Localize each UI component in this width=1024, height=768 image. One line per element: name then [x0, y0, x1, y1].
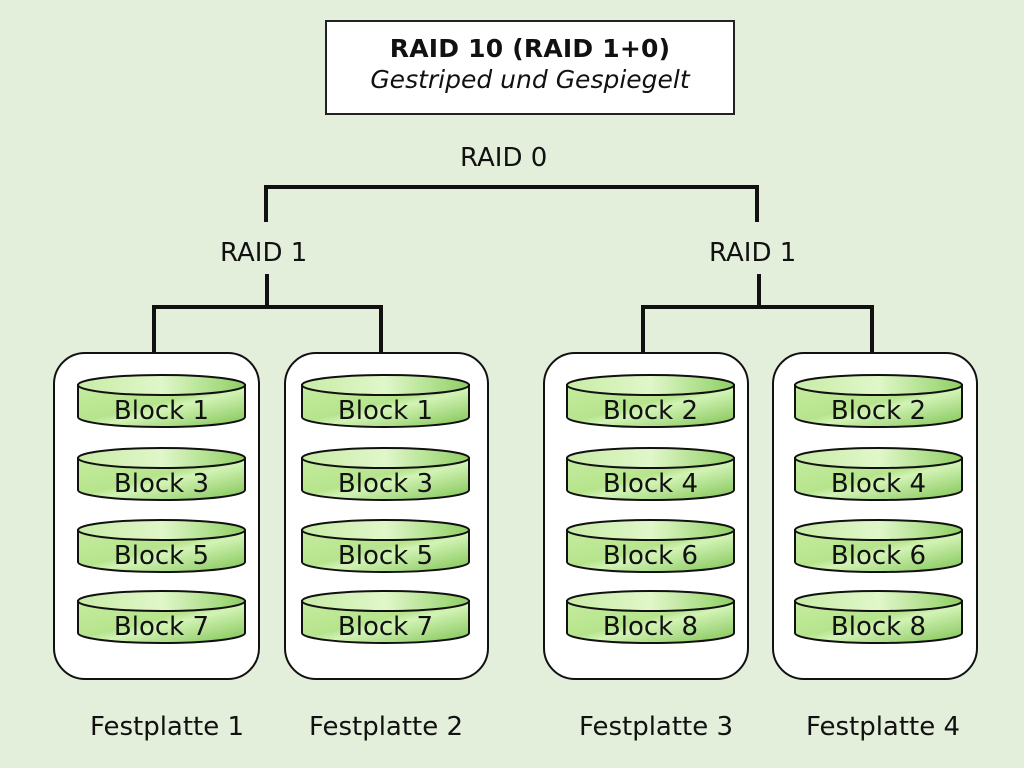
block-label: Block 4 [603, 469, 698, 499]
block-cylinder-top [77, 447, 246, 469]
block-cylinder-top [301, 590, 470, 612]
block-label: Block 3 [338, 469, 433, 499]
raid1-left-label: RAID 1 [220, 238, 308, 268]
block-cylinder-top [794, 374, 963, 396]
diagram-subtitle: Gestriped und Gespiegelt [370, 65, 690, 94]
block-label: Block 2 [603, 396, 698, 426]
block-cylinder-body [77, 529, 246, 573]
block-cylinder-body [794, 457, 963, 501]
block-label: Block 4 [831, 469, 926, 499]
block-cylinder-body [566, 384, 735, 428]
block-cylinder-top [301, 447, 470, 469]
disk-label-2: Festplatte 2 [308, 712, 464, 742]
block-cylinder-top [566, 590, 735, 612]
block-cylinder-body [566, 457, 735, 501]
block-cylinder-top [794, 519, 963, 541]
disk-block: Block 2 [566, 374, 735, 428]
block-label: Block 5 [338, 541, 433, 571]
block-label: Block 1 [338, 396, 433, 426]
block-cylinder-top [77, 374, 246, 396]
block-cylinder-body [794, 384, 963, 428]
disk-block: Block 1 [301, 374, 470, 428]
block-label: Block 8 [603, 612, 698, 642]
title-box: RAID 10 (RAID 1+0) Gestriped und Gespieg… [325, 20, 735, 115]
block-cylinder-top [77, 590, 246, 612]
block-cylinder-top [794, 590, 963, 612]
disk-block: Block 3 [301, 447, 470, 501]
raid0-label: RAID 0 [460, 143, 548, 173]
block-cylinder-body [566, 600, 735, 644]
block-cylinder-body [566, 529, 735, 573]
block-label: Block 6 [831, 541, 926, 571]
block-cylinder-top [566, 447, 735, 469]
block-label: Block 6 [603, 541, 698, 571]
disk-label-1: Festplatte 1 [89, 712, 245, 742]
block-label: Block 1 [114, 396, 209, 426]
block-label: Block 7 [338, 612, 433, 642]
block-label: Block 3 [114, 469, 209, 499]
disk-block: Block 8 [566, 590, 735, 644]
disk-block: Block 4 [794, 447, 963, 501]
block-label: Block 8 [831, 612, 926, 642]
block-cylinder-body [794, 529, 963, 573]
block-label: Block 2 [831, 396, 926, 426]
disk-block: Block 6 [794, 519, 963, 573]
block-cylinder-top [301, 519, 470, 541]
disk-block: Block 4 [566, 447, 735, 501]
block-cylinder-top [566, 519, 735, 541]
block-cylinder-top [77, 519, 246, 541]
block-cylinder-top [794, 447, 963, 469]
disk-block: Block 1 [77, 374, 246, 428]
block-cylinder-body [77, 457, 246, 501]
disk-block: Block 8 [794, 590, 963, 644]
disk-label-3: Festplatte 3 [578, 712, 734, 742]
block-cylinder-top [566, 374, 735, 396]
block-cylinder-body [77, 600, 246, 644]
disk-block: Block 3 [77, 447, 246, 501]
disk-block: Block 7 [77, 590, 246, 644]
block-cylinder-body [301, 529, 470, 573]
disk-block: Block 7 [301, 590, 470, 644]
block-cylinder-body [301, 384, 470, 428]
block-cylinder-top [301, 374, 470, 396]
block-cylinder-body [301, 600, 470, 644]
block-cylinder-body [301, 457, 470, 501]
block-label: Block 5 [114, 541, 209, 571]
disk-block: Block 5 [301, 519, 470, 573]
disk-block: Block 6 [566, 519, 735, 573]
disk-label-4: Festplatte 4 [805, 712, 961, 742]
disk-block: Block 5 [77, 519, 246, 573]
block-label: Block 7 [114, 612, 209, 642]
block-cylinder-body [794, 600, 963, 644]
disk-block: Block 2 [794, 374, 963, 428]
diagram-title: RAID 10 (RAID 1+0) [389, 34, 671, 63]
block-cylinder-body [77, 384, 246, 428]
raid1-right-label: RAID 1 [709, 238, 797, 268]
